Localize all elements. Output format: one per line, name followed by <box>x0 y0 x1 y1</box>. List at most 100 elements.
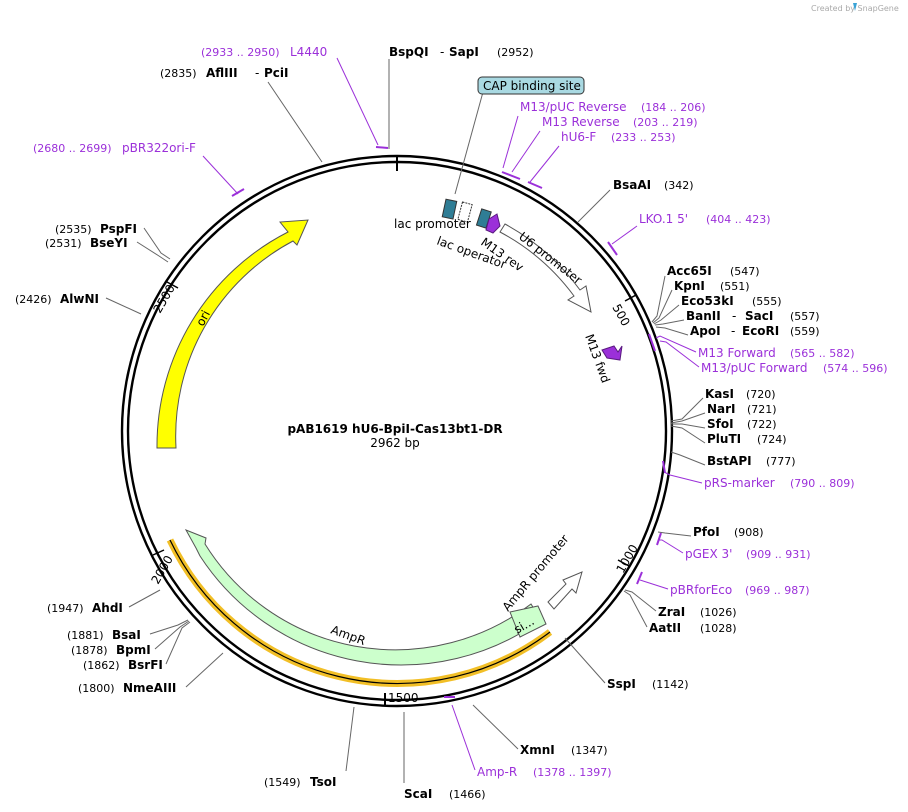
primer-pbr322ori-f-pos: (2680 .. 2699) <box>33 142 112 155</box>
enzyme-zrai-pos: (1026) <box>700 606 737 619</box>
enzyme-bsrfi[interactable]: BsrFI <box>128 658 163 672</box>
enzyme-separator: - <box>255 66 259 80</box>
signal-sequence[interactable] <box>509 605 547 638</box>
enzyme-sspi-pos: (1142) <box>652 678 689 691</box>
cap-binding-site[interactable]: CAP binding site <box>454 76 585 195</box>
enzyme-pspfi-pos: (2535) <box>55 223 92 236</box>
m13-rev-marker[interactable] <box>485 213 501 234</box>
primer-pgex3-pos: (909 .. 931) <box>746 548 811 561</box>
enzyme-pfoi-pos: (908) <box>734 526 764 539</box>
enzyme-leaders <box>105 59 706 783</box>
enzyme-ahdi[interactable]: AhdI <box>92 601 123 615</box>
ori-feature[interactable]: ori <box>156 219 309 449</box>
lac-region[interactable]: lac promoter M13 rev lac operator <box>394 198 526 274</box>
primer-m13-reverse[interactable]: M13 Reverse <box>542 115 620 129</box>
cap-site-marker[interactable] <box>441 198 458 220</box>
enzyme-sapi[interactable]: SapI <box>449 45 479 59</box>
primer-pbr322ori-f[interactable]: pBR322ori-F <box>122 141 196 155</box>
enzyme-pluti[interactable]: PluTI <box>707 432 741 446</box>
primer-labels: (2933 .. 2950) L4440 M13/pUC Reverse (18… <box>33 45 888 779</box>
u6-promoter-label: U6 promoter <box>516 229 584 287</box>
primer-m13puc-forward-pos: (574 .. 596) <box>823 362 888 375</box>
enzyme-kpni-pos: (551) <box>720 280 750 293</box>
primer-prs-marker[interactable]: pRS-marker <box>704 476 775 490</box>
primer-m13puc-forward[interactable]: M13/pUC Forward <box>701 361 808 375</box>
enzyme-banii-pos: (557) <box>790 310 820 323</box>
primer-lko1-5[interactable]: LKO.1 5' <box>639 212 688 226</box>
enzyme-separator: - <box>731 324 735 338</box>
enzyme-scai[interactable]: ScaI <box>404 787 432 801</box>
enzyme-bseyi-pos: (2531) <box>45 237 82 250</box>
m13-fwd-feature[interactable]: M13 fwd <box>582 332 623 385</box>
primer-hu6-f[interactable]: hU6-F <box>561 130 596 144</box>
enzyme-kasi[interactable]: KasI <box>705 387 734 401</box>
primer-amp-r[interactable]: Amp-R <box>477 765 517 779</box>
enzyme-afliii[interactable]: AflIII <box>206 66 238 80</box>
enzyme-eco53ki[interactable]: Eco53kI <box>681 294 734 308</box>
primer-pbrforeco-pos: (969 .. 987) <box>745 584 810 597</box>
enzyme-zrai[interactable]: ZraI <box>658 605 685 619</box>
enzyme-pfoi[interactable]: PfoI <box>693 525 720 539</box>
enzyme-bsaai-pos: (342) <box>664 179 694 192</box>
enzyme-saci[interactable]: SacI <box>745 309 773 323</box>
enzyme-tsoi-pos: (1549) <box>264 776 301 789</box>
enzyme-bsai-pos: (1881) <box>67 629 104 642</box>
lac-promoter-label: lac promoter <box>394 217 471 231</box>
lac-promoter-marker[interactable] <box>457 201 473 223</box>
primer-l4440-pos: (2933 .. 2950) <box>201 46 280 59</box>
tick-label-1500: 1500 <box>388 691 419 705</box>
enzyme-afliii-pos: (2835) <box>160 67 197 80</box>
primer-m13puc-reverse-pos: (184 .. 206) <box>641 101 706 114</box>
enzyme-bpmi[interactable]: BpmI <box>116 643 151 657</box>
primer-amp-r-pos: (1378 .. 1397) <box>533 766 612 779</box>
enzyme-sfoi-pos: (722) <box>747 418 777 431</box>
enzyme-bspqi[interactable]: BspQI <box>389 45 429 59</box>
enzyme-nari[interactable]: NarI <box>707 402 736 416</box>
enzyme-kasi-pos: (720) <box>746 388 776 401</box>
primer-pgex3[interactable]: pGEX 3' <box>685 547 732 561</box>
primer-lko1-5-pos: (404 .. 423) <box>706 213 771 226</box>
cap-binding-site-label: CAP binding site <box>483 79 581 93</box>
enzyme-bstapi[interactable]: BstAPI <box>707 454 752 468</box>
enzyme-ecori[interactable]: EcoRI <box>742 324 779 338</box>
enzyme-eco53ki-pos: (555) <box>752 295 782 308</box>
enzyme-xmni[interactable]: XmnI <box>520 743 555 757</box>
primer-prs-marker-pos: (790 .. 809) <box>790 477 855 490</box>
primer-m13-forward[interactable]: M13 Forward <box>698 346 776 360</box>
primer-m13-reverse-pos: (203 .. 219) <box>633 116 698 129</box>
enzyme-alwni-pos: (2426) <box>15 293 52 306</box>
enzyme-pcii[interactable]: PciI <box>264 66 289 80</box>
enzyme-bspqi-pos: (2952) <box>497 46 534 59</box>
enzyme-nmeaiii[interactable]: NmeAIII <box>123 681 176 695</box>
enzyme-pspfi[interactable]: PspFI <box>100 222 137 236</box>
enzyme-aatii[interactable]: AatII <box>649 621 681 635</box>
ori-label: ori <box>193 308 213 328</box>
primer-m13puc-reverse[interactable]: M13/pUC Reverse <box>520 100 627 114</box>
enzyme-acc65i[interactable]: Acc65I <box>667 264 712 278</box>
enzyme-sspi[interactable]: SspI <box>607 677 636 691</box>
enzyme-bsai[interactable]: BsaI <box>112 628 141 642</box>
primer-l4440[interactable]: L4440 <box>290 45 327 59</box>
snapgene-logo-icon <box>853 3 857 11</box>
enzyme-alwni[interactable]: AlwNI <box>60 292 99 306</box>
enzyme-kpni[interactable]: KpnI <box>674 279 705 293</box>
enzyme-sfoi[interactable]: SfoI <box>707 417 734 431</box>
enzyme-bseyi[interactable]: BseYI <box>90 236 128 250</box>
enzyme-tsoi[interactable]: TsoI <box>310 775 336 789</box>
enzyme-labels: BspQI - SapI (2952) (2835) AflIII - PciI… <box>15 45 820 801</box>
tick-label-1000: 1000 <box>613 542 640 575</box>
enzyme-bpmi-pos: (1878) <box>71 644 108 657</box>
enzyme-pluti-pos: (724) <box>757 433 787 446</box>
enzyme-ahdi-pos: (1947) <box>47 602 84 615</box>
enzyme-banii[interactable]: BanII <box>686 309 721 323</box>
primer-pbrforeco[interactable]: pBRforEco <box>670 583 732 597</box>
tick-label-500: 500 <box>609 302 632 329</box>
enzyme-bsaai[interactable]: BsaAI <box>613 178 651 192</box>
enzyme-apoi[interactable]: ApoI <box>690 324 721 338</box>
enzyme-apoi-pos: (559) <box>790 325 820 338</box>
ampr-promoter-feature[interactable]: AmpR promoter <box>500 532 583 614</box>
enzyme-aatii-pos: (1028) <box>700 622 737 635</box>
plasmid-name: pAB1619 hU6-BpiI-Cas13bt1-DR <box>287 422 502 436</box>
ampr-feature[interactable]: AmpR si... <box>166 529 553 687</box>
